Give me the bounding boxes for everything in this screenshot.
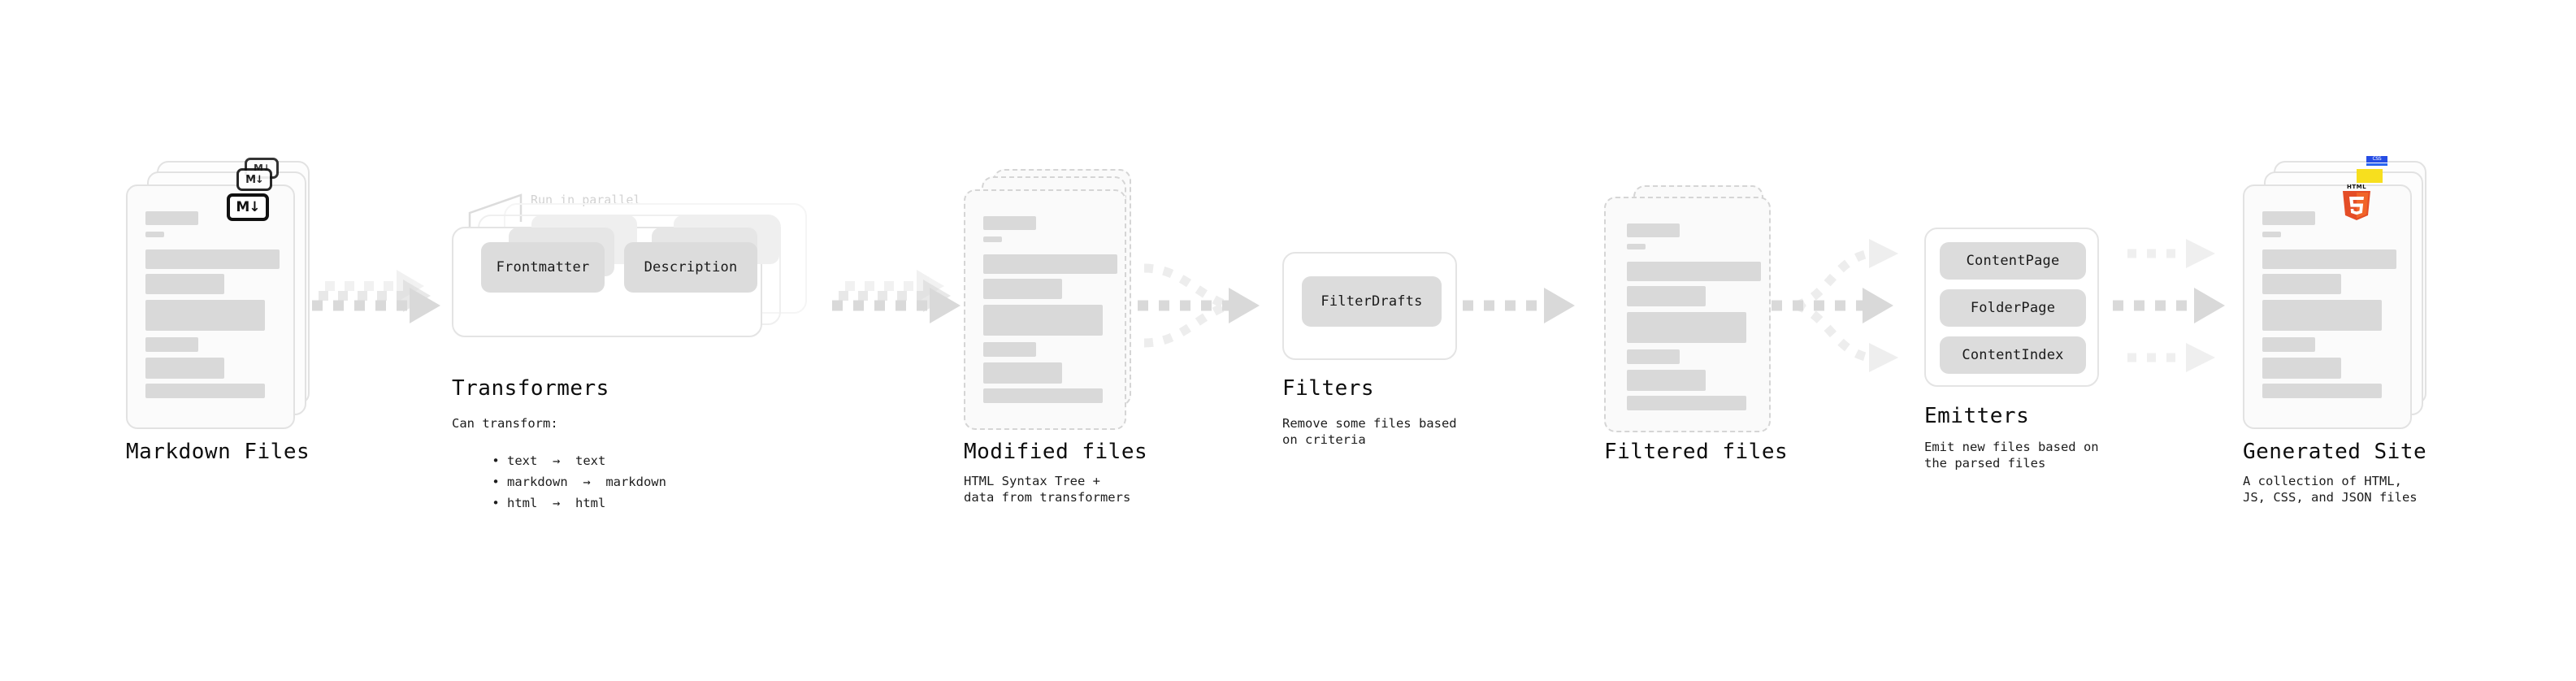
skeleton-line (1627, 312, 1746, 343)
emitter-pill-label: ContentIndex (1962, 347, 2064, 363)
bullet-text: text → text (507, 453, 606, 468)
transformers-bullet-3: • html → html (462, 479, 605, 527)
skeleton-line (145, 337, 198, 352)
transformer-pill-label: Description (644, 259, 738, 275)
bullet-dot: • (492, 474, 507, 489)
markdown-icon-glyph: M↓ (245, 173, 264, 186)
filters-box: FilterDrafts (1282, 252, 1457, 360)
modified-files-subtitle: HTML Syntax Tree + data from transformer… (964, 474, 1131, 505)
emitter-pill-label: ContentPage (1966, 253, 2060, 269)
skeleton-line (145, 384, 265, 398)
html5-icon-label: HTML (2346, 184, 2367, 190)
css-icon-label: CSS (2366, 156, 2387, 163)
skeleton-line (983, 216, 1036, 230)
transformer-pill-label: Frontmatter (496, 259, 590, 275)
stage-title-filtered-files: Filtered files (1604, 440, 1789, 464)
skeleton-line (1627, 349, 1680, 364)
skeleton-line (1627, 262, 1761, 281)
emitters-subtitle: Emit new files based on the parsed files (1924, 440, 2099, 471)
bullet-dot: • (492, 495, 507, 510)
skeleton-line (983, 388, 1103, 403)
modified-card-front (964, 189, 1126, 430)
skeleton-line (983, 342, 1036, 357)
markdown-icon-back-1: M↓ (236, 168, 272, 191)
arrow-transformers-to-modified (832, 270, 961, 323)
markdown-icon-glyph: M↓ (236, 198, 260, 215)
skeleton-line (983, 254, 1117, 274)
filtered-card-front (1604, 197, 1771, 432)
markdown-icon: M↓ (227, 193, 269, 221)
emitter-pill-label: FolderPage (1970, 300, 2056, 316)
stage-title-generated-site: Generated Site (2243, 440, 2427, 464)
markdown-card-front (126, 184, 295, 429)
stage-title-transformers: Transformers (452, 376, 609, 401)
emitter-pill-contentpage[interactable]: ContentPage (1940, 242, 2086, 280)
arrow-emitters-to-site (2113, 239, 2225, 372)
skeleton-line (1627, 370, 1706, 391)
skeleton-line (983, 305, 1103, 336)
skeleton-line (2262, 211, 2315, 225)
stage-title-emitters: Emitters (1924, 404, 2030, 428)
bullet-text: html → html (507, 495, 606, 510)
bullet-text: markdown → markdown (507, 474, 666, 489)
emitter-pill-contentindex[interactable]: ContentIndex (1940, 336, 2086, 374)
skeleton-line (2262, 249, 2396, 269)
skeleton-line (1627, 244, 1646, 249)
transformers-bullet-1: • text → text (462, 437, 605, 485)
arrow-modified-to-filters (1138, 263, 1260, 348)
arrow-filtered-to-emitters (1772, 239, 1898, 372)
arrow-markdown-to-transformers (312, 270, 440, 323)
skeleton-line (1627, 396, 1746, 410)
filter-pill-label: FilterDrafts (1321, 293, 1423, 310)
transformers-subtitle: Can transform: (452, 416, 558, 431)
js-icon (2357, 169, 2383, 183)
filter-pill-filterdrafts[interactable]: FilterDrafts (1302, 276, 1442, 327)
transformers-bullet-2: • markdown → markdown (462, 458, 666, 506)
skeleton-line (1627, 286, 1706, 306)
skeleton-line (2262, 337, 2315, 352)
skeleton-line (2262, 384, 2382, 398)
transformer-pill-frontmatter[interactable]: Frontmatter (481, 242, 605, 293)
skeleton-line (1627, 223, 1680, 237)
site-card-front (2243, 184, 2412, 429)
generated-site-subtitle: A collection of HTML, JS, CSS, and JSON … (2243, 474, 2418, 505)
skeleton-line (2262, 300, 2382, 331)
skeleton-line (145, 249, 280, 269)
skeleton-line (145, 232, 164, 237)
skeleton-line (2262, 274, 2341, 294)
stage-title-filters: Filters (1282, 376, 1375, 401)
skeleton-line (145, 358, 224, 379)
skeleton-line (2262, 358, 2341, 379)
filters-subtitle: Remove some files based on criteria (1282, 416, 1457, 447)
emitter-pill-folderpage[interactable]: FolderPage (1940, 289, 2086, 327)
skeleton-line (983, 279, 1062, 299)
html5-icon: HTML 5 (2340, 184, 2373, 221)
skeleton-line (145, 274, 224, 294)
bullet-dot: • (492, 453, 507, 468)
skeleton-line (983, 362, 1062, 384)
filtered-files-stack (1604, 185, 1783, 432)
skeleton-line (145, 300, 265, 331)
emitters-box: ContentPage FolderPage ContentIndex (1924, 228, 2099, 387)
arrow-filters-to-filtered (1463, 288, 1575, 323)
transformers-group: Frontmatter Description (452, 203, 826, 354)
modified-files-stack (964, 169, 1151, 430)
stage-title-modified-files: Modified files (964, 440, 1148, 464)
markdown-files-stack: M↓ M↓ M↓ (126, 158, 321, 429)
skeleton-line (983, 236, 1002, 242)
stage-title-markdown-files: Markdown Files (126, 440, 310, 464)
css-icon: CSS (2366, 156, 2387, 167)
skeleton-line (2262, 232, 2281, 237)
transformer-pill-description[interactable]: Description (624, 242, 757, 293)
generated-site-stack: CSS HTML 5 (2243, 156, 2438, 429)
skeleton-line (145, 211, 198, 225)
